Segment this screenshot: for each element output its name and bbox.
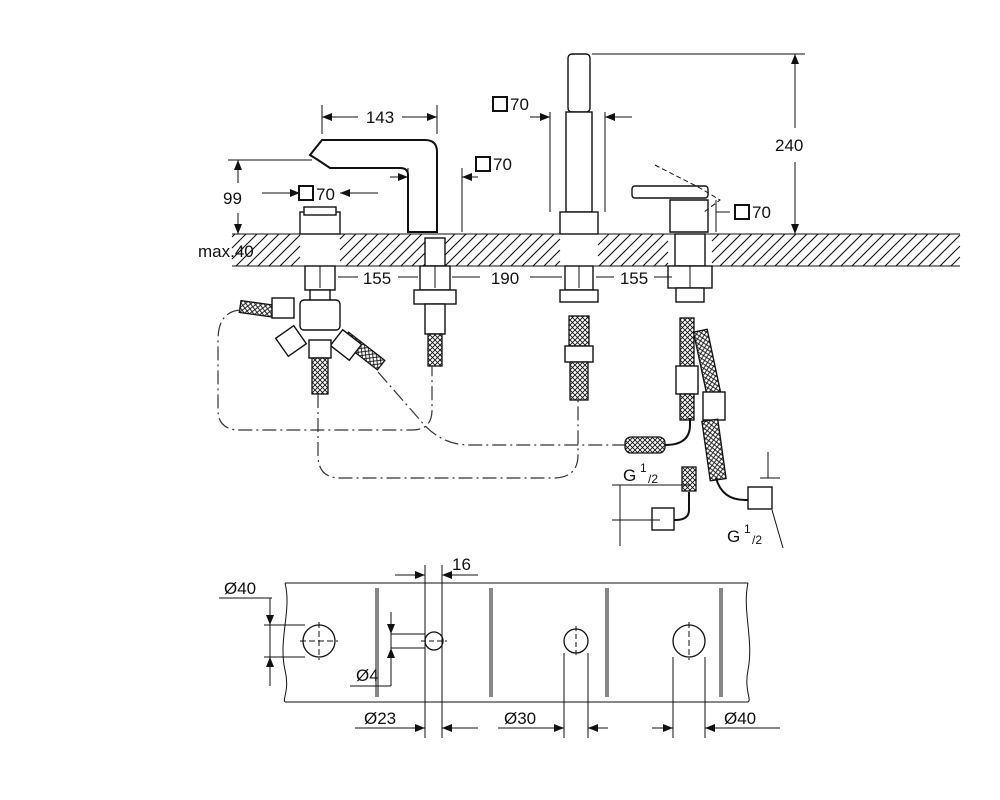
thread-label-right-num: 1 (744, 522, 751, 536)
square-section-icon (298, 96, 750, 220)
hatch-pattern (231, 233, 961, 267)
dim-spout-reach: 143 (366, 108, 394, 127)
dim-hole-40-bottom: Ø40 (724, 709, 756, 728)
hose-routing-lines (217, 309, 625, 479)
dim-height-240: 240 (775, 136, 803, 155)
single-lever-mixer (624, 164, 773, 531)
bath-spout (308, 139, 457, 367)
dimension-lines (228, 53, 805, 549)
dim-spacing-190: 190 (491, 269, 519, 288)
dim-square-mixer: 70 (752, 203, 771, 222)
thread-label-left-num: 1 (640, 461, 647, 475)
dim-square-shower: 70 (510, 95, 529, 114)
hole-pattern-labels: Ø40 16 Ø4 Ø23 Ø30 Ø40 (224, 555, 756, 728)
dim-height-99: 99 (223, 189, 242, 208)
countertop-section (231, 233, 961, 267)
hole-30 (563, 628, 589, 654)
dim-spacing-155-left: 155 (363, 269, 391, 288)
dim-square-valve: 70 (316, 185, 335, 204)
hand-shower (559, 53, 599, 401)
dim-max-deck: max.40 (198, 242, 254, 261)
thread-label-right-den: /2 (752, 533, 762, 547)
thread-label-left-den: /2 (648, 472, 658, 486)
hole-pattern-plate (219, 565, 780, 738)
dim-spacing-155-right: 155 (620, 269, 648, 288)
dim-square-spout: 70 (493, 155, 512, 174)
dimension-labels: 143 70 70 70 70 240 99 max.40 155 190 15… (198, 95, 803, 547)
dim-hole-4: Ø4 (356, 666, 379, 685)
thread-label-right-g: G (727, 527, 740, 546)
dim-hole-30: Ø30 (504, 709, 536, 728)
thread-label-left-g: G (623, 466, 636, 485)
dim-hole-offset-16: 16 (452, 555, 471, 574)
dim-hole-40-top: Ø40 (224, 579, 256, 598)
diverter-valve (238, 206, 386, 395)
dim-hole-23: Ø23 (364, 709, 396, 728)
